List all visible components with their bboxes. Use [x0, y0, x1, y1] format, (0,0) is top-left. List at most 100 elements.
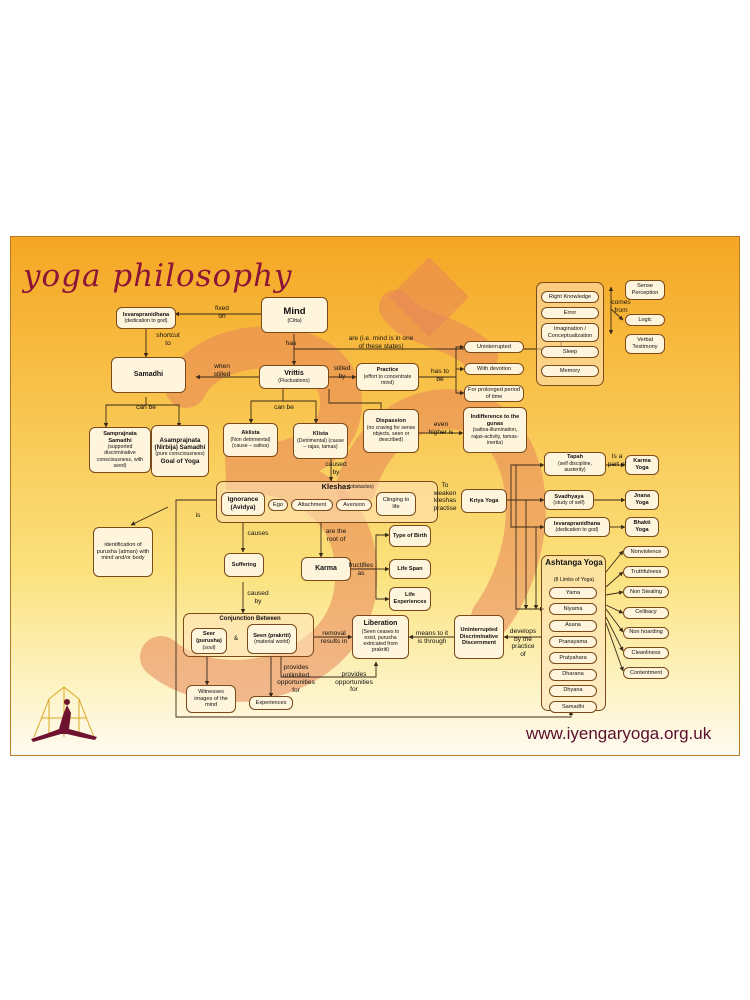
prolonged-title: For prolonged period of time [468, 386, 520, 400]
aklista-sub: (Non detrimental) (cause – sattva) [230, 437, 271, 450]
memory-node: Memory [541, 365, 599, 377]
limb-label: Pratyahara [559, 654, 587, 661]
mind-title: Mind [283, 306, 306, 318]
limb-label: Dharana [562, 671, 584, 678]
clinging-title: Clinging to life [382, 497, 410, 510]
observance-label: Non hoarding [629, 629, 663, 636]
discernment-title: Uninterrupted Discriminative Discernment [459, 626, 499, 647]
isvara-right-title: Isvarapranidhana [553, 520, 601, 527]
karma-title: Karma [315, 564, 337, 572]
right-knowledge-node: Right Knowledge [541, 291, 599, 303]
aversion-node: Aversion [336, 499, 372, 511]
bhakti-yoga-title: Bhakti Yoga [633, 520, 651, 533]
label-even-higher: even higher is [428, 421, 454, 436]
observance-label: Celibacy [635, 609, 657, 616]
observance-truthfulness: Truthfulness [623, 566, 669, 579]
ignorance-node: Ignorance (Avidya) [221, 492, 265, 516]
observance-non-stealing: Non Stealing [623, 586, 669, 599]
practice-node: Practice (effort to concentrate mind) [356, 363, 419, 391]
indifference-sub: (sattva-illumination, rajas-activity, ta… [471, 427, 519, 446]
sleep-node: Sleep [541, 346, 599, 358]
limb-label: Niyama [563, 605, 583, 612]
poster-title: yoga philosophy [23, 258, 293, 294]
clinging-node: Clinging to life [376, 492, 416, 516]
uninterrupted-node: Uninterrupted [464, 341, 524, 353]
aklista-title: Aklista [241, 430, 260, 437]
svadhyaya-title: Svadhyaya [554, 493, 584, 500]
error-title: Error [563, 309, 577, 316]
vrittis-title: Vrittis [284, 369, 304, 377]
sense-perception-title: Sense Perception [631, 283, 659, 296]
website-url[interactable]: www.iyengaryoga.org.uk [526, 724, 712, 743]
observance-nonviolence: Nonviolence [623, 546, 669, 558]
yoga-philosophy-poster: yoga philosophy [10, 236, 740, 756]
observance-non-hoarding: Non hoarding [623, 626, 669, 639]
practice-sub: (effort to concentrate mind) [363, 374, 412, 387]
dispassion-node: Dispassion (no craving for sense objects… [363, 409, 419, 453]
limb-label: Dhyana [563, 687, 583, 694]
label-stilled-by: stilled by [333, 365, 351, 380]
isvara-top-title: Isvarapranidhana [122, 311, 170, 318]
label-shortcut: shortcut to [156, 332, 180, 347]
label-develops: develops by the practice of [509, 628, 537, 658]
goal-of-yoga-label: Goal of Yoga [160, 457, 200, 465]
practice-title: Practice [376, 367, 399, 374]
label-fructifies: fructifies as [348, 562, 374, 577]
karma-yoga-node: Karma Yoga [625, 455, 659, 475]
label-are-root: are the root of [325, 528, 347, 543]
dispassion-title: Dispassion [376, 418, 406, 425]
seen-node: Seen (prakriti) (material world) [247, 624, 297, 654]
karma-node: Karma [301, 557, 351, 581]
karma-yoga-title: Karma Yoga [633, 458, 651, 471]
label-removal: removal results in [320, 630, 348, 645]
yoga-pose-logo-icon [31, 686, 97, 742]
suffering-node: Suffering [224, 553, 264, 577]
kriya-yoga-node: Kriya Yoga [461, 489, 507, 513]
sleep-title: Sleep [562, 348, 578, 355]
life-span-node: Life Span [389, 559, 431, 579]
seer-node: Seer (purusha) (soul) [191, 628, 227, 654]
ashtanga-title: Ashtanga Yoga [545, 558, 603, 567]
asamprajnata-title: Asamprajnata (Nirbija) Samadhi [154, 436, 206, 452]
label-comes-from: comes from [611, 299, 631, 314]
discernment-node: Uninterrupted Discriminative Discernment [454, 615, 504, 659]
ego-node: Ego [268, 499, 288, 511]
experiences-node: Experiences [249, 696, 293, 710]
samadhi-node: Samadhi [111, 357, 186, 393]
mind-sub: (Citta) [287, 317, 302, 324]
svadhyaya-sub: (study of self) [553, 500, 585, 507]
observance-label: Nonviolence [630, 548, 662, 555]
type-of-birth-node: Type of Birth [389, 525, 431, 547]
attachment-node: Attachment [291, 499, 333, 511]
error-node: Error [541, 307, 599, 319]
klista-node: Klista (Detrimental) (cause – rajas, tam… [293, 423, 348, 459]
label-when-stilled: when stilled [213, 363, 231, 378]
imagination-node: Imagination / Conceptualization [541, 323, 599, 342]
life-experiences-title: Life Experiences [393, 592, 427, 605]
label-has: has [285, 340, 297, 347]
observance-label: Truthfulness [630, 568, 662, 575]
klista-sub: (Detrimental) (cause – rajas, tamas) [297, 438, 344, 451]
observance-celibacy: Celibacy [623, 606, 669, 619]
witnesses-title: Witnesses images of the mind [194, 688, 228, 709]
limb-pratyahara: Pratyahara [549, 652, 597, 665]
limb-dhyana: Dhyana [549, 684, 597, 697]
verbal-testimony-title: Verbal Testimony [632, 337, 658, 350]
observance-label: Contentment [629, 669, 663, 676]
life-experiences-node: Life Experiences [389, 587, 431, 611]
observance-label: Non Stealing [629, 589, 663, 596]
mind-node: Mind (Citta) [261, 297, 328, 333]
isvara-right-sub: (dedication to god) [555, 527, 599, 534]
label-caused-by-2: caused by [247, 590, 269, 605]
limb-label: Asana [565, 622, 581, 629]
aklista-node: Aklista (Non detrimental) (cause – sattv… [223, 423, 278, 457]
ignorance-title: Ignorance (Avidya) [227, 496, 259, 511]
isvarapranidhana-top-node: Isvarapranidhana (dedication to god) [116, 307, 176, 329]
limb-dharana: Dharana [549, 668, 597, 681]
verbal-testimony-node: Verbal Testimony [625, 334, 665, 354]
ashtanga-sub: (8 Limbs of Yoga) [553, 577, 595, 583]
jnana-yoga-title: Jnana Yoga [633, 493, 651, 506]
bhakti-yoga-node: Bhakti Yoga [625, 517, 659, 537]
attachment-title: Attachment [297, 501, 327, 508]
tapah-node: Tapah (self discipline, austerity) [544, 452, 606, 476]
